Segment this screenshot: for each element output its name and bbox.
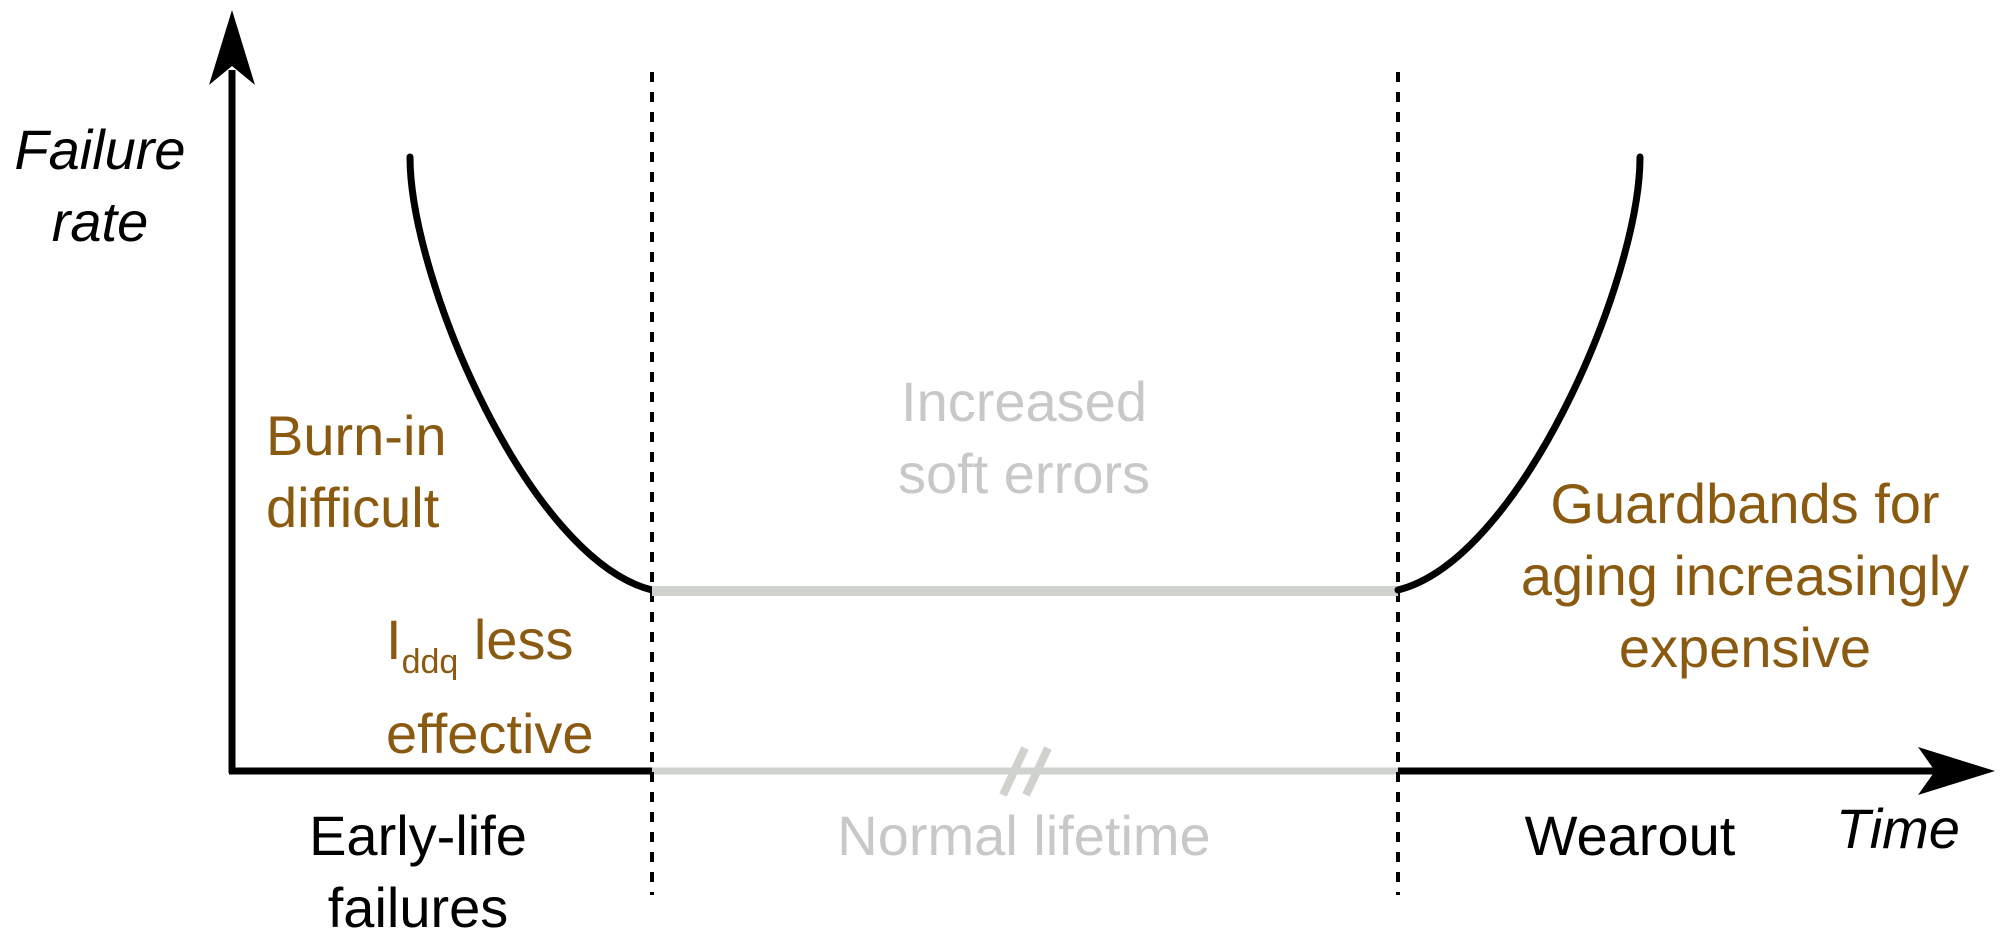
iddq-line1: Iddq less <box>386 604 594 698</box>
y-axis-arrowhead <box>209 10 255 85</box>
region-normal-lifetime: Normal lifetime <box>774 800 1274 872</box>
normal-label: Normal lifetime <box>837 804 1211 867</box>
region-early-life: Early-life failures <box>268 800 568 944</box>
annotation-soft-errors: Increased soft errors <box>824 366 1224 510</box>
axis-break-mark-1 <box>999 746 1029 797</box>
axis-break-mark-2 <box>1022 746 1052 797</box>
iddq-main: I <box>386 608 402 671</box>
x-axis-arrowhead <box>1918 747 1995 795</box>
early-line1: Early-life <box>309 804 527 867</box>
soft-errors-line2: soft errors <box>897 442 1151 505</box>
soft-errors-line1: Increased <box>901 370 1147 433</box>
region-wearout: Wearout <box>1480 800 1780 872</box>
annotation-burn-in: Burn-in difficult <box>266 400 447 544</box>
annotation-guardbands: Guardbands for aging increasingly expens… <box>1490 468 2000 684</box>
early-failure-curve <box>406 153 656 594</box>
iddq-line2: effective <box>386 702 594 765</box>
guardbands-line1: Guardbands for <box>1550 472 1940 535</box>
annotation-iddq: Iddq less effective <box>386 604 594 770</box>
y-axis-label-line2: rate <box>51 190 149 253</box>
y-axis-label-line1: Failure <box>14 118 186 181</box>
burn-in-line2: difficult <box>266 476 440 539</box>
iddq-subscript: ddq <box>401 643 459 681</box>
x-axis-label: Time <box>1836 793 1960 865</box>
y-axis-label: Failure rate <box>0 114 200 258</box>
early-line2: failures <box>327 876 509 939</box>
guardbands-line3: expensive <box>1618 616 1872 679</box>
guardbands-line2: aging increasingly <box>1520 544 1970 607</box>
x-axis-label-text: Time <box>1836 797 1960 860</box>
iddq-rest: less <box>458 608 574 671</box>
wearout-curve <box>1394 153 1644 594</box>
burn-in-line1: Burn-in <box>266 404 447 467</box>
wearout-label: Wearout <box>1524 804 1736 867</box>
